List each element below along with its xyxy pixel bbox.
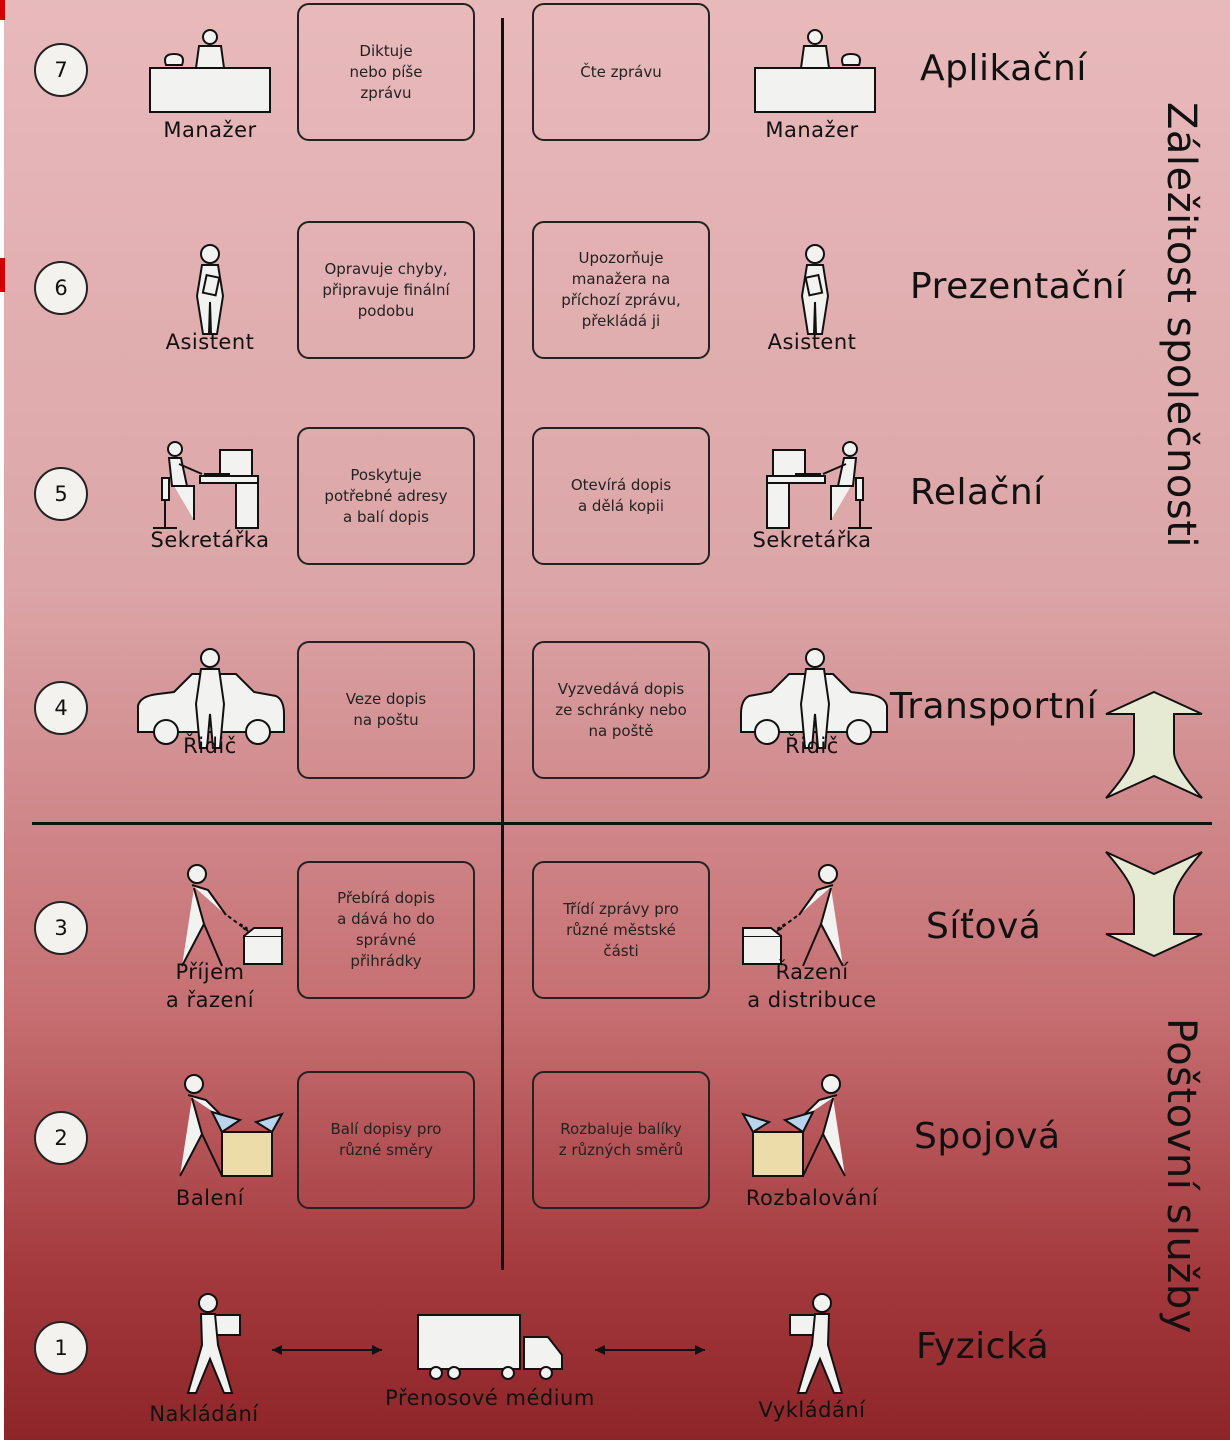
layer-2-number: 2 xyxy=(34,1111,88,1165)
layer-7-right-label: Manažer xyxy=(765,118,859,142)
group-divider xyxy=(32,822,1212,825)
layer-5-sender-box: Poskytuje potřebné adresy a balí dopis xyxy=(297,427,475,565)
layer-2-right-label: Rozbalování xyxy=(745,1186,879,1210)
layer-4-sender-box: Veze dopis na poštu xyxy=(297,641,475,779)
layer-1-name: Fyzická xyxy=(916,1326,1050,1367)
layer-3-right-label: Řazení a distribuce xyxy=(747,960,877,1012)
layer-3-name: Síťová xyxy=(926,906,1042,947)
layer-2-name: Spojová xyxy=(914,1116,1061,1157)
layer-2-sender-box: Balí dopisy pro různé směry xyxy=(297,1071,475,1209)
layer-5-receiver-box: Otevírá dopis a dělá kopii xyxy=(532,427,710,565)
layer-4-left-label: Řidič xyxy=(183,734,237,758)
layer-4-name: Transportní xyxy=(890,686,1098,727)
layer-7-number: 7 xyxy=(34,43,88,97)
layer-6-left-label: Asistent xyxy=(165,330,255,354)
layer-6-sender-box: Opravuje chyby, připravuje finální podob… xyxy=(297,221,475,359)
layer-6-right-label: Asistent xyxy=(767,330,857,354)
unloading-person-icon xyxy=(789,1293,843,1394)
layer-2-receiver-box: Rozbaluje balíky z různých směrů xyxy=(532,1071,710,1209)
double-arrow-left xyxy=(272,1345,382,1355)
unpacking-box-icon xyxy=(742,1074,846,1177)
down-arrow-icon xyxy=(1105,851,1203,958)
assistant-icon xyxy=(801,244,829,335)
layer-3-receiver-box: Třídí zprávy pro různé městské části xyxy=(532,861,710,999)
layer-6-name: Prezentační xyxy=(910,266,1126,307)
manager-desk-icon xyxy=(754,29,876,113)
layer-2-left-label: Balení xyxy=(175,1186,245,1210)
layer-5-name: Relační xyxy=(910,472,1044,513)
physical-right-label: Vykládání xyxy=(758,1398,866,1422)
packing-box-icon xyxy=(179,1074,283,1177)
truck-icon xyxy=(417,1314,563,1380)
edge-marker xyxy=(0,258,5,292)
up-arrow-icon xyxy=(1105,690,1203,799)
loading-person-icon xyxy=(187,1293,241,1394)
edge-marker xyxy=(0,0,5,20)
layer-3-left-label: Příjem a řazení xyxy=(165,960,255,1012)
layer-4-receiver-box: Vyzvedává dopis ze schránky nebo na pošt… xyxy=(532,641,710,779)
layer-3-number: 3 xyxy=(34,901,88,955)
layer-6-number: 6 xyxy=(34,261,88,315)
layer-5-left-label: Sekretářka xyxy=(150,528,270,552)
layer-6-receiver-box: Upozorňuje manažera na příchozí zprávu, … xyxy=(532,221,710,359)
layer-7-name: Aplikační xyxy=(920,48,1087,89)
layer-7-left-label: Manažer xyxy=(163,118,257,142)
layer-4-right-label: Řidič xyxy=(785,734,839,758)
physical-left-label: Nakládání xyxy=(149,1402,259,1426)
assistant-icon xyxy=(196,244,224,335)
layer-7-sender-box: Diktuje nebo píše zprávu xyxy=(297,3,475,141)
layer-5-right-label: Sekretářka xyxy=(752,528,872,552)
physical-medium-label: Přenosové médium xyxy=(385,1386,595,1410)
layer-7-receiver-box: Čte zprávu xyxy=(532,3,710,141)
double-arrow-right xyxy=(595,1345,705,1355)
group-label-upper: Záležitost společnosti xyxy=(1158,102,1204,549)
layer-5-number: 5 xyxy=(34,467,88,521)
layer-4-number: 4 xyxy=(34,681,88,735)
layer-3-sender-box: Přebírá dopis a dává ho do správné přihr… xyxy=(297,861,475,999)
manager-desk-icon xyxy=(149,29,271,113)
group-label-lower: Poštovní služby xyxy=(1158,1018,1204,1334)
center-divider xyxy=(501,18,504,1270)
layer-1-number: 1 xyxy=(34,1321,88,1375)
